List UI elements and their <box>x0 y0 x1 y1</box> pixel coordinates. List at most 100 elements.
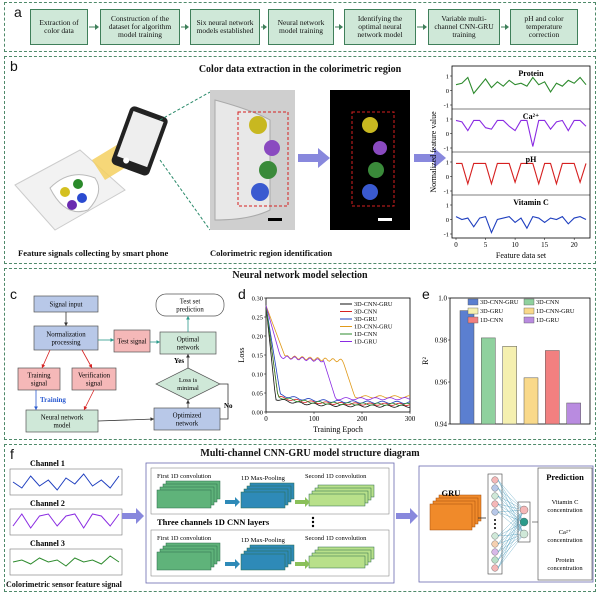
flow-arrowhead-6 <box>505 24 509 30</box>
roi-box <box>237 111 289 207</box>
chart-b-ytick-label: 0 <box>446 88 449 95</box>
second-conv-label: Second 1D convolution <box>305 473 367 480</box>
dense-node <box>491 532 499 540</box>
chart-d-xtick-label: 200 <box>357 415 368 423</box>
gru-block <box>429 503 473 531</box>
first-conv-stack <box>156 489 212 509</box>
flow-step-7: pH and color temperature correction <box>510 9 578 45</box>
channel-label-1: Channel 1 <box>30 459 65 468</box>
chart-b-xtick-label: 20 <box>571 241 579 249</box>
dense-ellipsis-dot <box>494 527 496 529</box>
flow-connector-head <box>34 406 38 410</box>
second-conv-label: Second 1D convolution <box>305 535 367 542</box>
chart-b-ytick-label: 0 <box>446 131 449 138</box>
dense-link <box>497 509 525 537</box>
dense-link <box>497 479 525 511</box>
prediction-output-1-unit: concentration <box>547 537 583 544</box>
panel-d-label: d <box>238 286 246 302</box>
maxpool-label: 1D Max-Pooling <box>241 537 286 544</box>
caption-sensor-signal: Colorimetric sensor feature signal <box>6 580 122 589</box>
maxpool-label: 1D Max-Pooling <box>241 475 286 482</box>
phone-screen <box>117 111 164 168</box>
prediction-output-2: Protein <box>556 557 576 564</box>
output-node-1 <box>519 517 529 527</box>
panel-f-label: f <box>10 446 14 462</box>
chart-b-ytick-label: 0 <box>446 174 449 181</box>
flow-step-5: Identifying the optimal neural network m… <box>344 9 416 45</box>
maxpool-stack <box>240 553 286 571</box>
flow-arrowhead-4 <box>339 24 343 30</box>
chart-d-xtick-label: 300 <box>405 415 416 423</box>
chart-e-ytick-label: 0.96 <box>435 379 448 387</box>
nn-model-box-text: model <box>54 423 71 430</box>
optimized-network-box-text: Optimized <box>173 413 202 420</box>
legend-label-0: 3D-CNN-GRU <box>354 301 393 308</box>
chart-b-ytick-label: 0 <box>446 217 449 224</box>
maxpool-stack <box>240 491 286 509</box>
scale-bar-dark <box>378 218 392 221</box>
ellipsis-dot <box>311 516 315 520</box>
arrow-f1 <box>122 508 144 524</box>
chart-d-ytick-label: 0.15 <box>252 353 263 360</box>
panel-b-title: Color data extraction in the colorimetri… <box>198 64 402 75</box>
chart-b-ylabel: Normalized feature value <box>430 111 438 193</box>
cnn-branch-frame-0 <box>150 467 390 515</box>
panel-cde <box>4 268 596 440</box>
legend-swatch-e-3 <box>523 307 535 315</box>
chart-d-ytick-label: 0.00 <box>252 410 263 417</box>
panel-b-label: b <box>10 58 18 74</box>
loss-line-5 <box>265 305 411 401</box>
prediction-title: Prediction <box>546 472 584 482</box>
cnn-branch-frame-1 <box>150 529 390 577</box>
series-label-2: pH <box>526 155 537 164</box>
panel-c-title: Neural network model selection <box>232 270 368 281</box>
output-node-0 <box>519 505 529 515</box>
flow-connector <box>83 389 95 411</box>
legend-label-3: 1D-CNN-GRU <box>354 324 393 331</box>
loss-minimal-text: Loss is <box>179 377 198 384</box>
dense-link <box>497 521 525 561</box>
first-conv-label: First 1D convolution <box>157 535 212 542</box>
chart-e-ytick-label: 0.94 <box>435 421 448 429</box>
dense-link <box>497 487 525 511</box>
dense-link <box>497 509 525 553</box>
dot-green <box>73 179 83 189</box>
process-arrows <box>89 24 509 30</box>
chart-e-frame <box>449 297 591 425</box>
second-conv-stack <box>308 493 366 507</box>
inner-arrow <box>295 497 310 507</box>
dense-node <box>491 548 499 556</box>
dense-node <box>491 476 499 484</box>
loss-minimal-diamond <box>155 367 221 401</box>
dense-node <box>491 508 499 516</box>
dense-node <box>491 492 499 500</box>
flow-arrowhead-3 <box>263 24 267 30</box>
chart-d-xtick-label: 0 <box>264 415 268 423</box>
zoom-line-top <box>159 91 210 121</box>
first-conv-stack <box>156 551 212 571</box>
dense-ellipsis-dot <box>494 523 496 525</box>
chart-b-ytick-label: -1 <box>444 146 449 153</box>
bar-0 <box>459 310 475 425</box>
legend-label-e-1: 3D-CNN <box>536 299 560 306</box>
dense-node <box>491 556 499 564</box>
output-layer-frame <box>517 501 531 543</box>
legend-label-5: 1D-GRU <box>354 339 378 346</box>
second-conv-stack <box>308 555 366 569</box>
bar-1 <box>481 337 496 425</box>
prediction-output-0-unit: concentration <box>547 507 583 514</box>
chart-b-ytick-label: -1 <box>444 232 449 239</box>
legend-label-e-0: 3D-CNN-GRU <box>480 299 519 306</box>
dense-link <box>497 479 525 523</box>
test-prediction-box-text: prediction <box>176 307 204 314</box>
panel-b <box>4 56 596 264</box>
caption-roi: Colorimetric region identification <box>210 248 333 258</box>
chart-b-xlabel: Feature data set <box>496 251 547 260</box>
series-line-2 <box>456 162 587 186</box>
channel-signal-2 <box>12 513 120 529</box>
inner-arrow <box>295 559 310 569</box>
